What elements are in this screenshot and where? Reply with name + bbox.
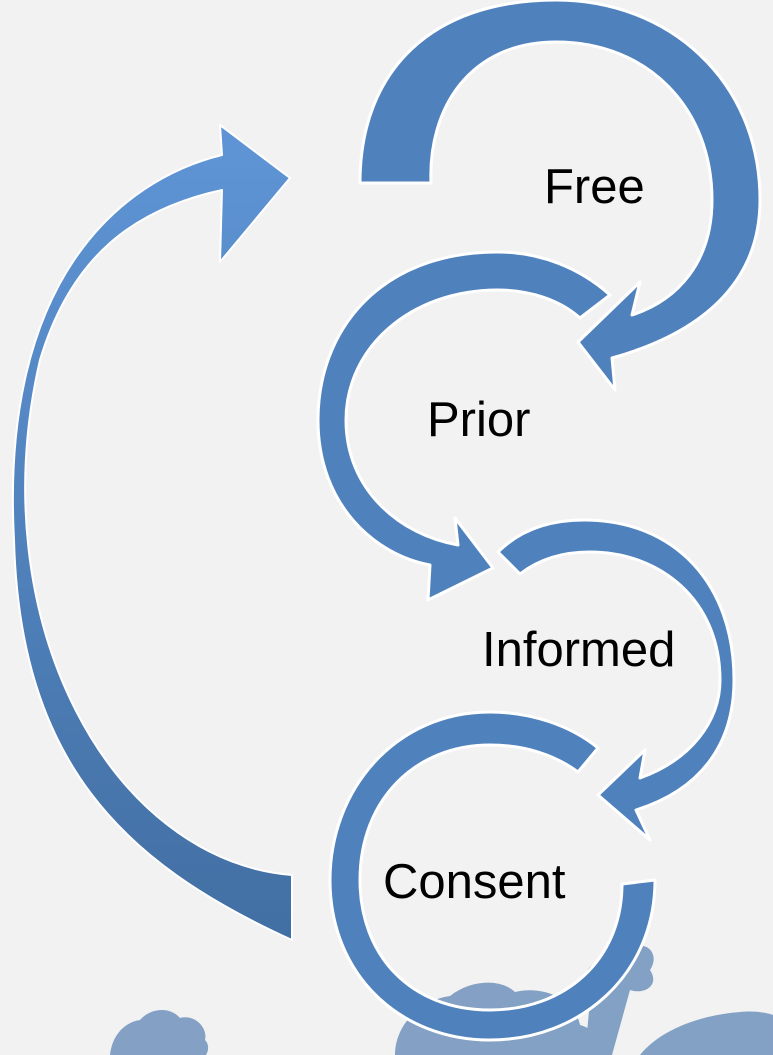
return-arrow <box>11 124 293 941</box>
label-free: Free <box>544 160 645 214</box>
label-prior: Prior <box>427 393 531 447</box>
circular-arrow-prior <box>316 250 612 602</box>
circular-arrow-consent <box>328 710 657 1042</box>
label-informed: Informed <box>482 623 676 677</box>
label-consent: Consent <box>383 855 566 909</box>
tree-silhouette-decoration <box>110 942 773 1055</box>
circular-arrow-free <box>358 0 762 392</box>
circular-arrow-informed <box>496 518 736 842</box>
